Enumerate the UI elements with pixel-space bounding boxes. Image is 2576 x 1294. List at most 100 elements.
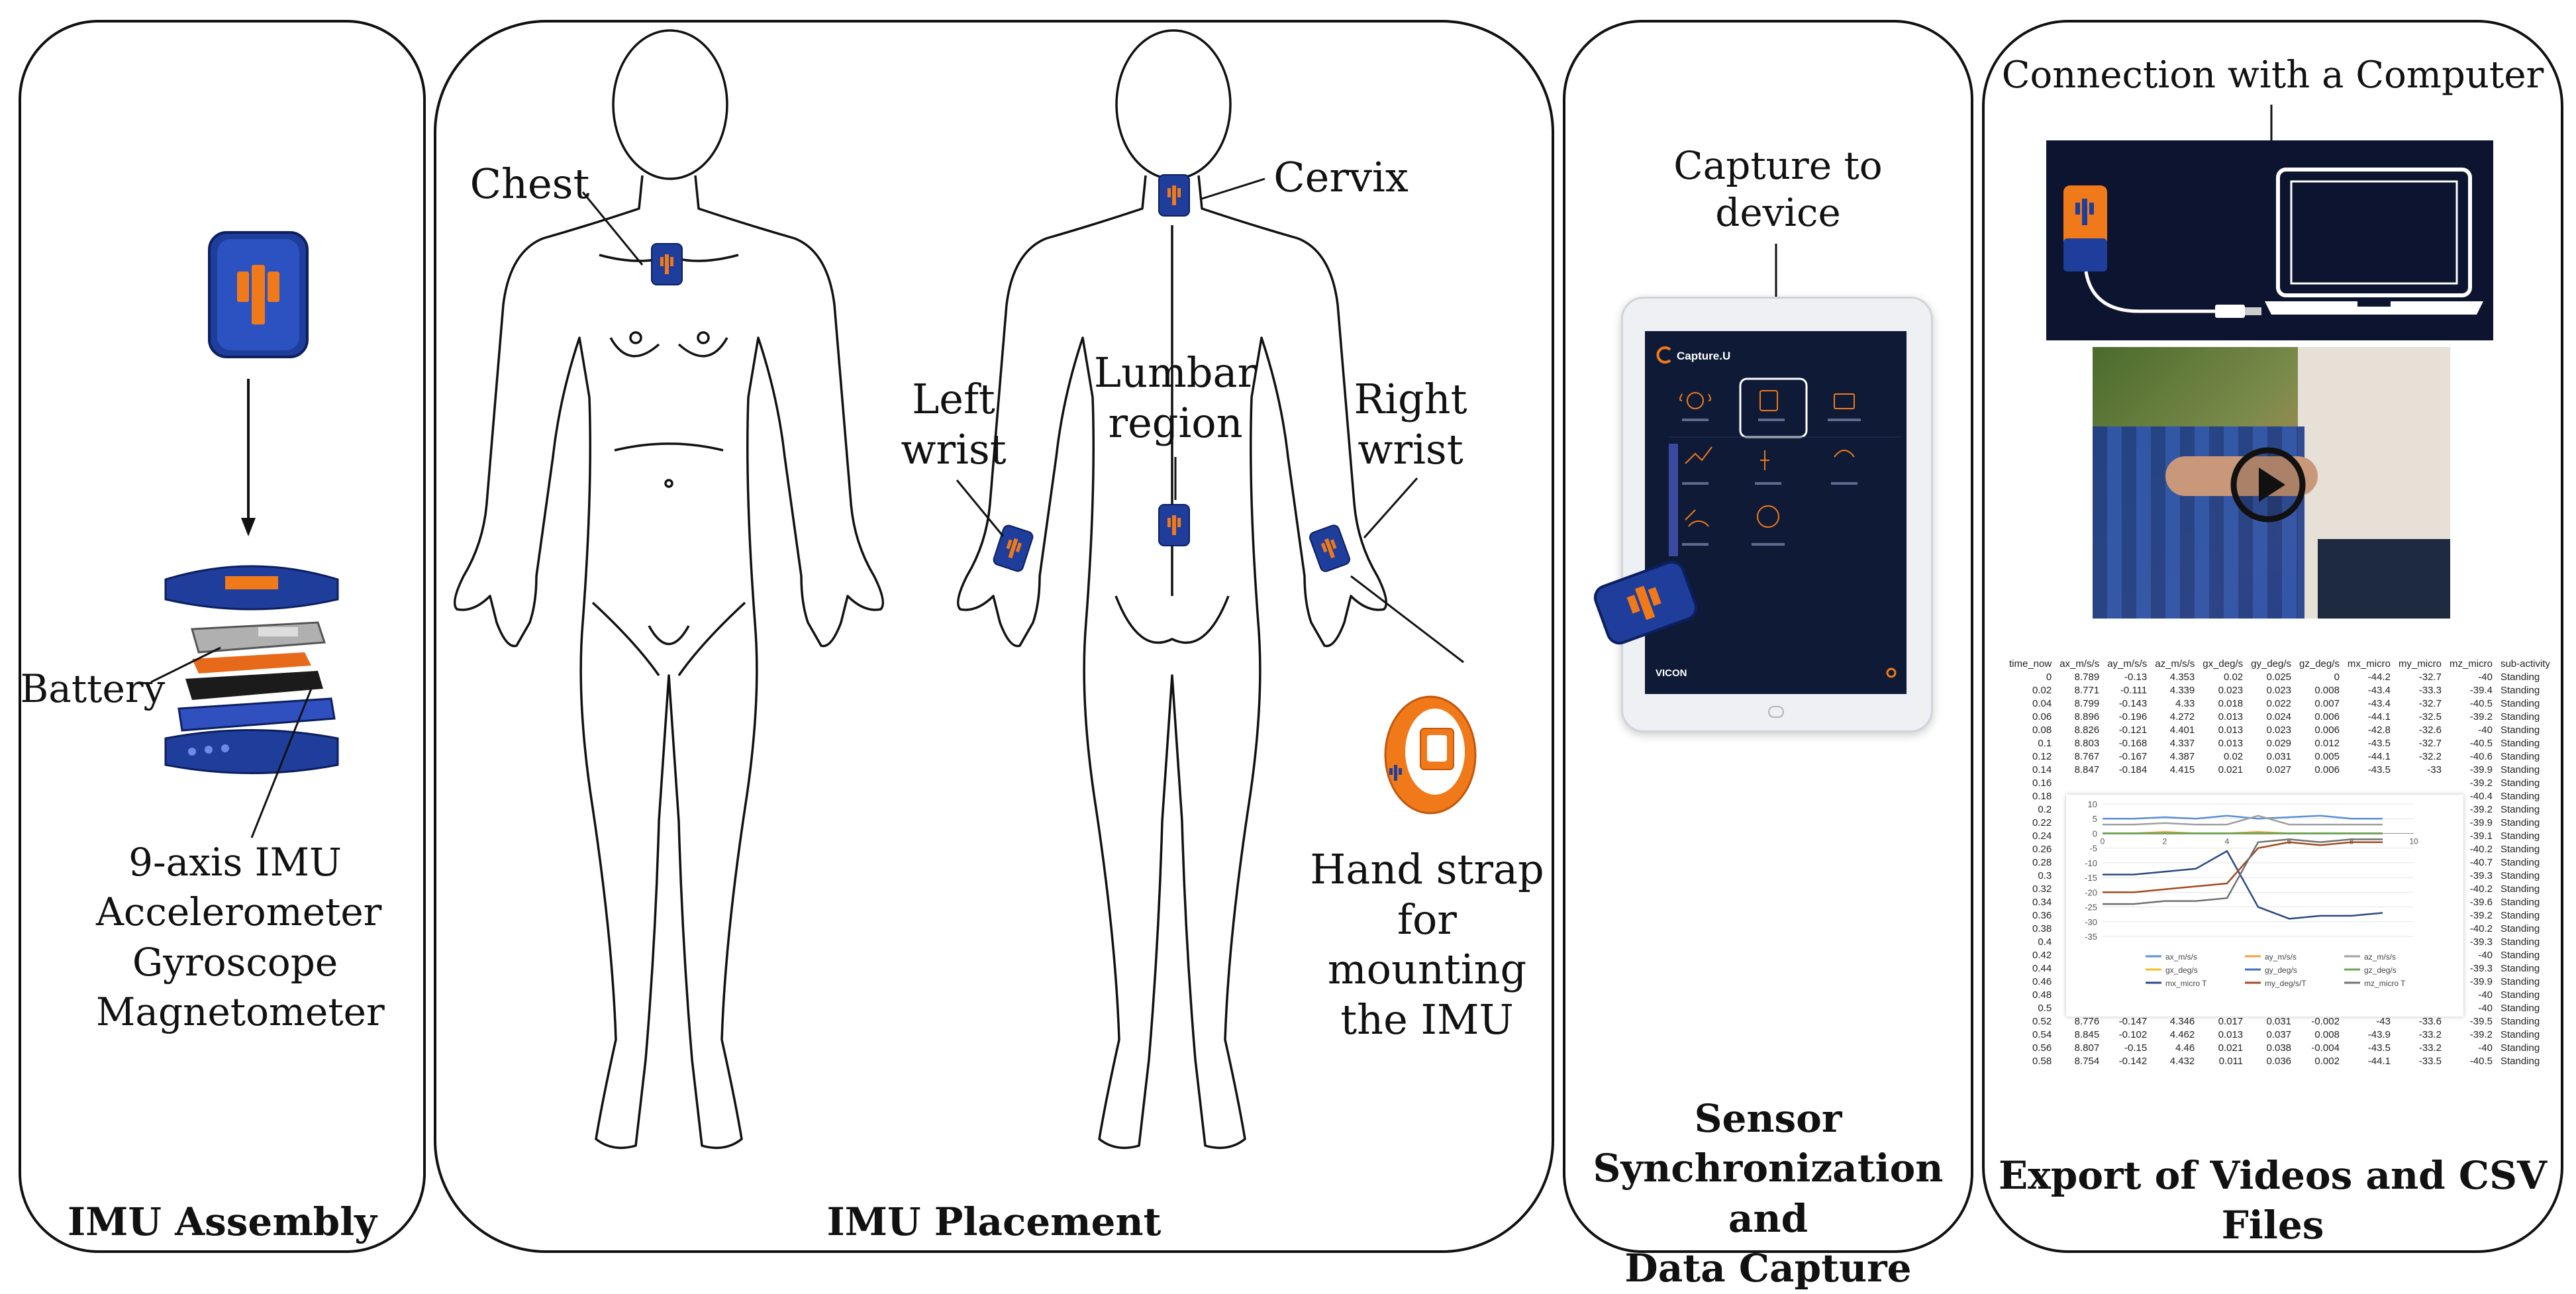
table-cell: 0.1 [2038, 737, 2052, 749]
table-cell: -0.111 [2120, 684, 2148, 696]
imu-sensor-illustration [208, 231, 309, 358]
panel-imu-placement [434, 20, 1554, 1253]
table-cell: -33.3 [2418, 684, 2442, 696]
table-cell [2103, 776, 2151, 789]
csv-header: az_m/s/s [2155, 658, 2195, 670]
panel-title-export: Export of Videos and CSV Files [1999, 1153, 2547, 1248]
table-cell: -33 [2427, 764, 2442, 775]
table-cell: Standing [2500, 870, 2540, 881]
table-cell: -40 [2478, 1042, 2493, 1054]
table-cell: Standing [2500, 1028, 2540, 1040]
table-cell: -39.9 [2469, 975, 2493, 987]
table-cell: -43.5 [2367, 764, 2391, 775]
right-wrist-pointer [1363, 477, 1418, 538]
table-cell: 0.02 [2223, 750, 2244, 762]
table-cell [2395, 776, 2446, 789]
table-cell: -32.7 [2418, 671, 2442, 683]
table-cell: -40 [2478, 949, 2493, 961]
table-cell: Standing [2500, 909, 2540, 921]
csv-header-row: time_now ax_m/s/s ay_m/s/s az_m/s/s gx_d… [2005, 657, 2550, 670]
table-cell: -39.9 [2469, 764, 2493, 775]
table-cell: -32.7 [2418, 697, 2442, 709]
table-cell: 0.28 [2032, 856, 2052, 868]
table-cell: -43.5 [2367, 1042, 2391, 1054]
table-cell: 0.018 [2218, 697, 2244, 709]
table-cell: 8.803 [2074, 737, 2100, 749]
table-cell: 0.037 [2266, 1028, 2292, 1040]
table-cell: -42.8 [2367, 724, 2391, 736]
table-cell: 0.46 [2032, 975, 2052, 987]
app-menu-icons[interactable] [1669, 377, 1901, 576]
table-cell: 8.771 [2074, 684, 2100, 696]
table-cell: 0.005 [2314, 750, 2340, 762]
legend-entry: my_deg/s/T [2265, 979, 2306, 988]
table-cell: -0.196 [2118, 711, 2148, 722]
csv-header: gz_deg/s [2299, 658, 2340, 670]
table-cell: -39.2 [2469, 909, 2493, 921]
legend-entry: mx_micro T [2165, 979, 2207, 988]
table-cell: 0.04 [2032, 697, 2052, 709]
table-cell: -40 [2478, 724, 2493, 736]
y-tick-label: 0 [2093, 828, 2097, 838]
table-cell: -43.4 [2367, 684, 2391, 696]
table-cell: 0.26 [2032, 843, 2052, 855]
table-cell: 8.896 [2074, 711, 2100, 722]
csv-header: my_micro [2398, 658, 2442, 670]
table-cell: Standing [2500, 724, 2540, 736]
table-cell: Standing [2500, 817, 2540, 828]
table-cell: 0.38 [2032, 922, 2052, 934]
table-cell: 0.32 [2032, 883, 2052, 895]
table-cell: -44.2 [2367, 671, 2391, 683]
label-components: 9-axis IMU Accelerometer Gyroscope Magne… [96, 840, 385, 1035]
table-cell [2247, 776, 2295, 789]
table-cell: -0.142 [2118, 1055, 2148, 1067]
table-cell: 4.272 [2169, 711, 2195, 722]
table-cell: -39.2 [2469, 777, 2493, 789]
table-cell: 0.031 [2266, 750, 2292, 762]
table-cell: -40 [2478, 989, 2493, 1001]
table-cell: -0.147 [2118, 1015, 2148, 1027]
table-cell: 0.013 [2218, 1028, 2244, 1040]
table-cell: 0.5 [2038, 1002, 2052, 1014]
table-cell: -40.2 [2469, 922, 2493, 934]
table-cell: -39.1 [2469, 830, 2493, 842]
table-cell: 4.346 [2169, 1015, 2195, 1027]
table-cell: 0.48 [2032, 989, 2052, 1001]
legend-entry: mz_micro T [2364, 979, 2406, 988]
y-tick-label: -25 [2085, 903, 2097, 913]
app-settings-icon[interactable] [1885, 666, 1898, 679]
legend-entry: az_m/s/s [2364, 952, 2396, 962]
table-cell: -43 [2376, 1015, 2391, 1027]
y-tick-label: -30 [2085, 917, 2097, 927]
table-cell: 0.18 [2032, 790, 2052, 802]
app-logo-icon [1656, 346, 1671, 364]
sensor-lumbar [1158, 504, 1190, 546]
table-cell: 0.023 [2266, 724, 2292, 736]
imu-pointer [250, 688, 313, 838]
table-cell: Standing [2500, 750, 2540, 762]
cervix-pointer [1201, 177, 1265, 200]
table-cell: Standing [2500, 896, 2540, 908]
table-cell: 0.3 [2038, 870, 2052, 881]
label-chest: Chest [470, 160, 590, 208]
table-cell: -33.2 [2418, 1042, 2442, 1054]
table-cell: -0.121 [2118, 724, 2148, 736]
x-tick-label: 2 [2163, 836, 2167, 846]
sensor-cervix [1158, 174, 1190, 217]
label-left-wrist: Left wrist [901, 375, 1007, 473]
y-tick-label: 5 [2093, 814, 2097, 824]
video-play-icon[interactable] [2228, 445, 2308, 524]
table-cell: 0.013 [2218, 724, 2244, 736]
csv-header: mz_micro [2449, 658, 2493, 670]
y-tick-label: -5 [2089, 844, 2097, 854]
